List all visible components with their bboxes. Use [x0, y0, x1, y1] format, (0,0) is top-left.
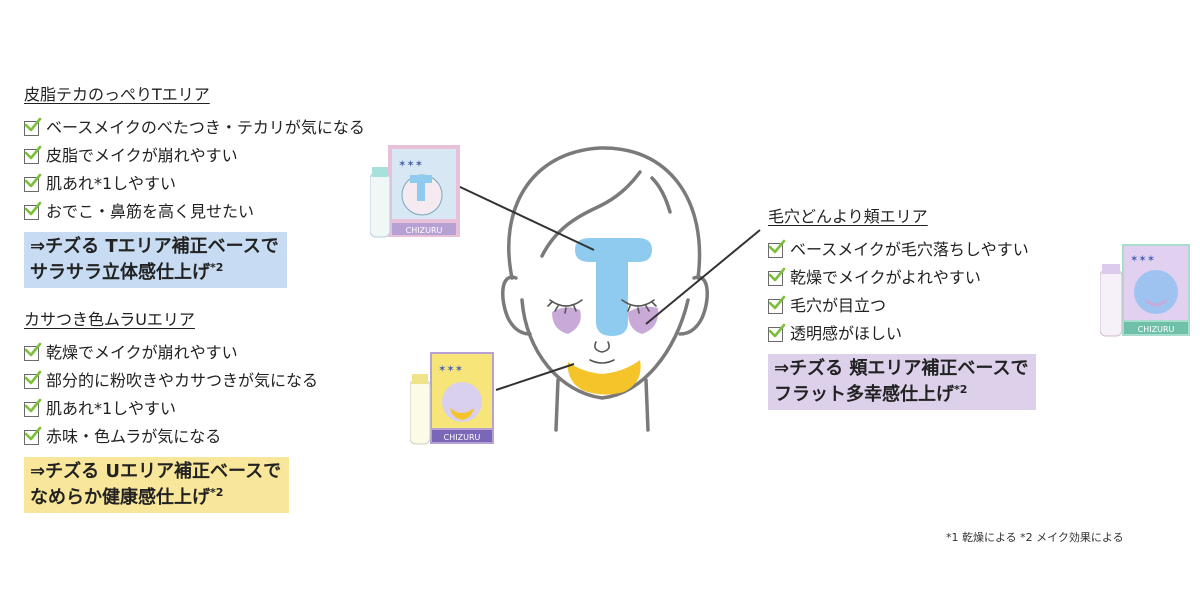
u-zone-heading: カサつき色ムラUエリア [24, 310, 195, 329]
hair-part [540, 170, 642, 258]
t-zone-callout: ⇒チズる Tエリア補正ベースで サラサラ立体感仕上げ*2 [24, 232, 287, 288]
callout-footnote-mark: *2 [210, 261, 224, 274]
checklist-item: 肌あれ*1しやすい [24, 170, 365, 198]
t-zone-shape [575, 238, 652, 336]
checklist-item: ベースメイクのべたつき・テカリが気になる [24, 114, 365, 142]
checklist-item-text: ベースメイクが毛穴落ちしやすい [790, 240, 1029, 259]
checkbox-checked-icon [24, 398, 42, 417]
checklist-item: ベースメイクが毛穴落ちしやすい [768, 236, 1036, 264]
u-zone-product-image: ✶✶✶ CHIZURU [410, 352, 494, 445]
right-lashes [627, 301, 657, 314]
cheek-leader-line [645, 229, 761, 325]
hair-strand [650, 176, 672, 214]
product-brand-label: CHIZURU [444, 433, 481, 442]
callout-line-2: サラサラ立体感仕上げ*2 [30, 260, 279, 286]
u-zone-section: カサつき色ムラUエリア 乾燥でメイクが崩れやすい 部分的に粉吹きやカサつきが気に… [24, 309, 318, 513]
checklist-item-text: 肌あれ*1しやすい [46, 399, 177, 418]
footnote: *1 乾燥による *2 メイク効果による [946, 531, 1124, 544]
left-ear [501, 275, 532, 336]
neck-right [644, 378, 650, 432]
checklist-item: 肌あれ*1しやすい [24, 395, 318, 423]
callout-line-2-text: フラット多幸感仕上げ [774, 384, 954, 405]
t-zone-section: 皮脂テカのっぺりTエリア ベースメイクのべたつき・テカリが気になる 皮脂でメイク… [24, 84, 365, 288]
jaw [520, 298, 690, 400]
mouth [589, 359, 615, 364]
checklist-item-text: 乾燥でメイクが崩れやすい [46, 343, 238, 362]
checkbox-checked-icon [24, 426, 42, 445]
head-outline [507, 146, 702, 280]
checklist-item: 毛穴が目立つ [768, 292, 1036, 320]
checkbox-checked-icon [24, 117, 42, 136]
callout-line-2-text: なめらか健康感仕上げ [30, 487, 210, 508]
checklist-item: 赤味・色ムラが気になる [24, 423, 318, 451]
checkbox-checked-icon [768, 295, 786, 314]
checkbox-checked-icon [24, 173, 42, 192]
callout-line-2: フラット多幸感仕上げ*2 [774, 382, 1028, 408]
checklist-item-text: ベースメイクのべたつき・テカリが気になる [46, 118, 365, 137]
checklist-item-text: 皮脂でメイクが崩れやすい [46, 146, 238, 165]
svg-text:✶✶✶: ✶✶✶ [438, 364, 463, 375]
callout-line-1: ⇒チズる 頬エリア補正ベースで [774, 358, 1029, 379]
checklist-item: おでこ・鼻筋を高く見せたい [24, 198, 365, 226]
checklist-item-text: 赤味・色ムラが気になる [46, 427, 222, 446]
checkbox-checked-icon [768, 267, 786, 286]
nose [594, 341, 610, 353]
checkbox-checked-icon [768, 239, 786, 258]
callout-line-2-text: サラサラ立体感仕上げ [30, 262, 210, 283]
svg-text:✶✶✶: ✶✶✶ [1130, 254, 1155, 265]
checklist-item-text: 透明感がほしい [790, 324, 903, 343]
cheek-zone-callout: ⇒チズる 頬エリア補正ベースで フラット多幸感仕上げ*2 [768, 354, 1037, 410]
callout-line-1: ⇒チズる Tエリア補正ベースで [30, 236, 279, 257]
callout-footnote-mark: *2 [954, 383, 968, 396]
checkbox-checked-icon [24, 201, 42, 220]
cheek-zone-product-image: ✶✶✶ CHIZURU [1100, 244, 1190, 337]
checklist-item: 乾燥でメイクがよれやすい [768, 264, 1036, 292]
left-eye [549, 299, 583, 307]
checklist-item-text: 乾燥でメイクがよれやすい [790, 268, 981, 287]
left-cheek-shape [552, 307, 581, 334]
cheek-zone-section: 毛穴どんより頬エリア ベースメイクが毛穴落ちしやすい 乾燥でメイクがよれやすい … [768, 206, 1037, 410]
checkbox-checked-icon [24, 145, 42, 164]
callout-line-1: ⇒チズる Uエリア補正ベースで [30, 461, 282, 482]
product-brand-label: CHIZURU [1138, 325, 1175, 334]
right-ear [678, 275, 709, 336]
checklist-item: 乾燥でメイクが崩れやすい [24, 339, 318, 367]
checkbox-checked-icon [24, 342, 42, 361]
product-brand-label: CHIZURU [406, 226, 443, 235]
u-zone-callout: ⇒チズる Uエリア補正ベースで なめらか健康感仕上げ*2 [24, 457, 290, 513]
callout-line-2: なめらか健康感仕上げ*2 [30, 485, 281, 511]
u-zone-shape [567, 360, 641, 395]
right-cheek-shape [628, 306, 659, 334]
checklist-item: 透明感がほしい [768, 320, 1036, 348]
callout-footnote-mark: *2 [210, 486, 224, 499]
checklist-item: 皮脂でメイクが崩れやすい [24, 142, 365, 170]
checklist-item-text: 部分的に粉吹きやカサつきが気になる [46, 371, 319, 390]
t-zone-product-image: ✶✶✶ CHIZURU [370, 145, 460, 238]
neck-left [554, 378, 560, 432]
cheek-zone-heading: 毛穴どんより頬エリア [768, 207, 928, 226]
u-zone-leader-line [495, 363, 575, 391]
t-zone-heading: 皮脂テカのっぺりTエリア [24, 85, 210, 104]
checkbox-checked-icon [24, 370, 42, 389]
checkbox-checked-icon [768, 323, 786, 342]
checklist-item: 部分的に粉吹きやカサつきが気になる [24, 367, 318, 395]
left-lashes [547, 301, 577, 314]
checklist-item-text: 肌あれ*1しやすい [46, 174, 177, 193]
checklist-item-text: おでこ・鼻筋を高く見せたい [46, 202, 255, 221]
svg-text:✶✶✶: ✶✶✶ [398, 159, 423, 170]
t-zone-leader-line [457, 185, 595, 251]
checklist-item-text: 毛穴が目立つ [790, 296, 887, 315]
